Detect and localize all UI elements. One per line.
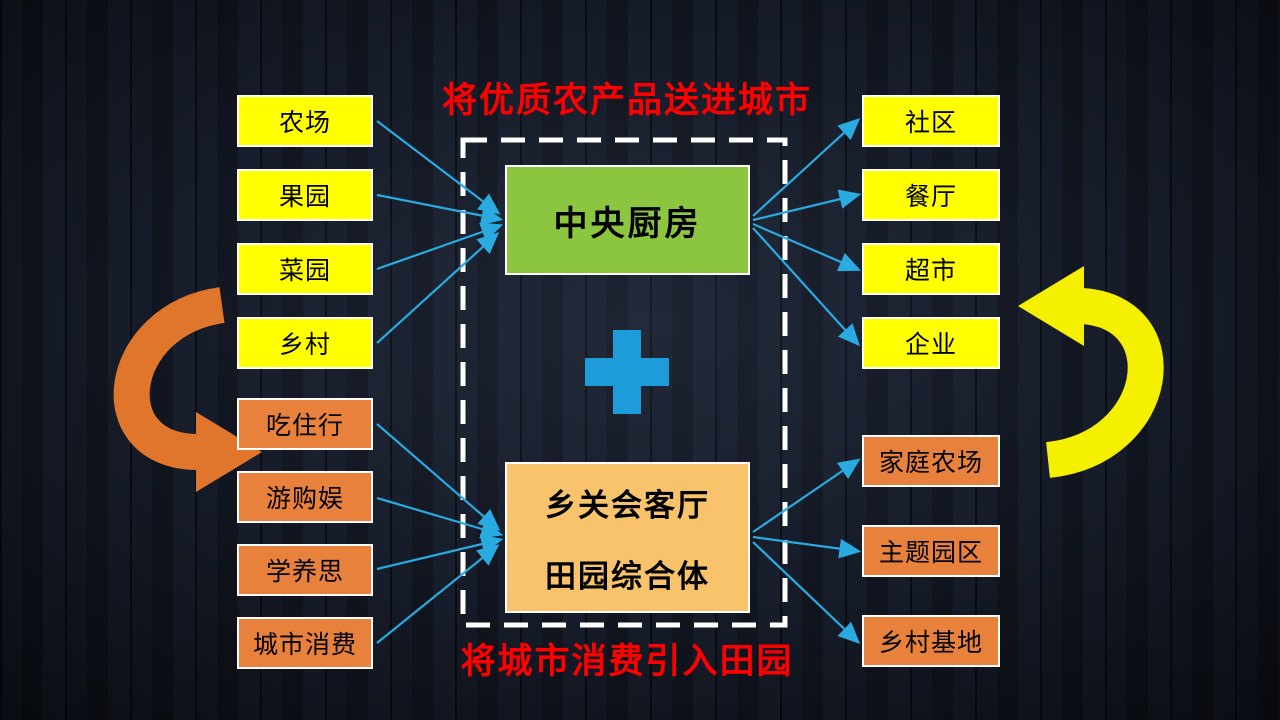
supply-column: 农场果园菜园乡村 [237,95,373,369]
consumption-node: 城市消费 [237,617,373,669]
central-kitchen-label: 中央厨房 [553,204,702,243]
city-destination-node: 社区 [862,95,1000,147]
hall-line1: 乡关会客厅 [545,487,710,523]
bottom-title: 将城市消费引入田园 [460,642,794,681]
yellow-curved-arrow-icon [1045,288,1164,478]
city-destination-column: 社区餐厅超市企业 [862,95,1000,369]
city-destination-node: 超市 [862,243,1000,295]
orange-curved-arrowhead-icon [196,412,262,492]
hall-box: 乡关会客厅 田园综合体 [505,462,750,613]
supply-node: 农场 [237,95,373,147]
city-destination-node: 餐厅 [862,169,1000,221]
rural-destination-node: 乡村基地 [862,615,1000,667]
cyan-flow-arrows [376,118,862,645]
consumption-node: 吃住行 [237,398,373,450]
plus-icon [585,330,669,414]
rural-destination-column: 家庭农场主题园区乡村基地 [862,435,1000,667]
rural-destination-node: 主题园区 [862,525,1000,577]
supply-node: 乡村 [237,317,373,369]
orange-curved-arrow-icon [113,287,226,470]
supply-node: 菜园 [237,243,373,295]
dashed-frame [460,137,788,628]
city-consumption-column: 吃住行游购娱学养思城市消费 [237,398,373,669]
plus-vertical-bar [613,330,641,414]
city-destination-node: 企业 [862,317,1000,369]
hall-line2: 田园综合体 [545,558,710,594]
top-title: 将优质农产品送进城市 [441,81,813,120]
consumption-node: 游购娱 [237,471,373,523]
central-kitchen-box: 中央厨房 [505,165,750,275]
supply-node: 果园 [237,169,373,221]
yellow-curved-arrowhead-icon [1018,266,1084,346]
consumption-node: 学养思 [237,544,373,596]
rural-destination-node: 家庭农场 [862,435,1000,487]
